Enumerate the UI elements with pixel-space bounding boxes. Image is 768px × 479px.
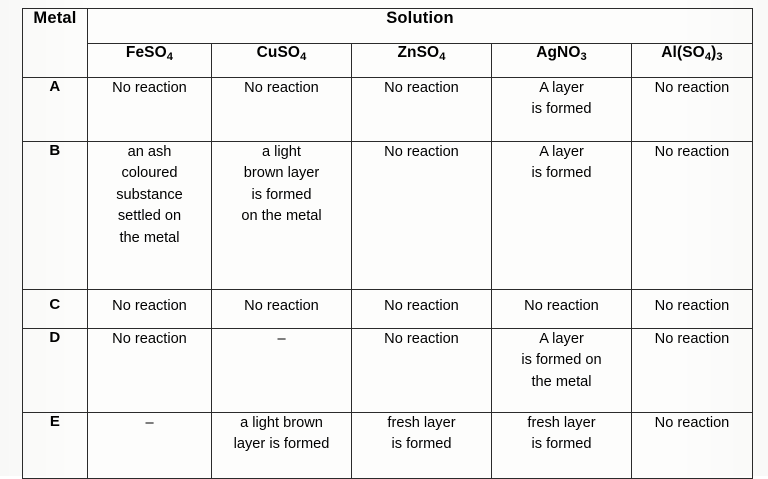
cell-d-feso4: No reaction: [87, 328, 212, 413]
cell-a-feso4: No reaction: [87, 77, 212, 142]
cell-d-also43: No reaction: [631, 328, 753, 413]
column-header-solution-group: Solution: [87, 8, 753, 44]
table-row: D No reaction – No reaction A layer is f…: [22, 328, 753, 413]
column-header-metal: Metal: [22, 8, 88, 78]
cell-d-cuso4: –: [211, 328, 352, 413]
cell-b-also43: No reaction: [631, 141, 753, 290]
cell-e-znso4: fresh layer is formed: [351, 412, 492, 479]
cell-c-cuso4: No reaction: [211, 289, 352, 329]
table-row: B an ash coloured substance settled on t…: [22, 141, 753, 290]
cell-e-also43: No reaction: [631, 412, 753, 479]
metal-label-d: D: [22, 328, 88, 413]
cell-d-znso4: No reaction: [351, 328, 492, 413]
column-header-also43: Al(SO4)3: [631, 43, 753, 78]
table-row: A No reaction No reaction No reaction A …: [22, 77, 753, 142]
cell-b-znso4: No reaction: [351, 141, 492, 290]
table-body: A No reaction No reaction No reaction A …: [22, 77, 753, 479]
metal-label-e: E: [22, 412, 88, 479]
header-row-group: Metal Solution: [22, 8, 753, 78]
metal-solution-reaction-table: Metal Solution FeSO4 CuSO4 ZnSO4 AgNO3 A…: [22, 8, 753, 479]
column-header-cuso4: CuSO4: [211, 43, 352, 78]
table-row: C No reaction No reaction No reaction No…: [22, 289, 753, 329]
column-header-feso4: FeSO4: [87, 43, 212, 78]
cell-a-agno3: A layer is formed: [491, 77, 632, 142]
metal-label-a: A: [22, 77, 88, 142]
cell-a-znso4: No reaction: [351, 77, 492, 142]
cell-d-agno3: A layer is formed on the metal: [491, 328, 632, 413]
header-row-solutions: FeSO4 CuSO4 ZnSO4 AgNO3 Al(SO4)3: [23, 43, 753, 78]
column-header-znso4: ZnSO4: [351, 43, 492, 78]
cell-b-feso4: an ash coloured substance settled on the…: [87, 141, 212, 290]
cell-b-agno3: A layer is formed: [491, 141, 632, 290]
table-header: Metal Solution FeSO4 CuSO4 ZnSO4 AgNO3 A…: [22, 8, 753, 78]
cell-c-znso4: No reaction: [351, 289, 492, 329]
cell-e-feso4: –: [87, 412, 212, 479]
cell-e-agno3: fresh layer is formed: [491, 412, 632, 479]
cell-a-cuso4: No reaction: [211, 77, 352, 142]
cell-c-feso4: No reaction: [87, 289, 212, 329]
metal-label-c: C: [22, 289, 88, 329]
metal-label-b: B: [22, 141, 88, 290]
cell-a-also43: No reaction: [631, 77, 753, 142]
cell-b-cuso4: a light brown layer is formed on the met…: [211, 141, 352, 290]
table-row: E – a light brown layer is formed fresh …: [22, 412, 753, 479]
column-header-agno3: AgNO3: [491, 43, 632, 78]
cell-e-cuso4: a light brown layer is formed: [211, 412, 352, 479]
cell-c-also43: No reaction: [631, 289, 753, 329]
cell-c-agno3: No reaction: [491, 289, 632, 329]
